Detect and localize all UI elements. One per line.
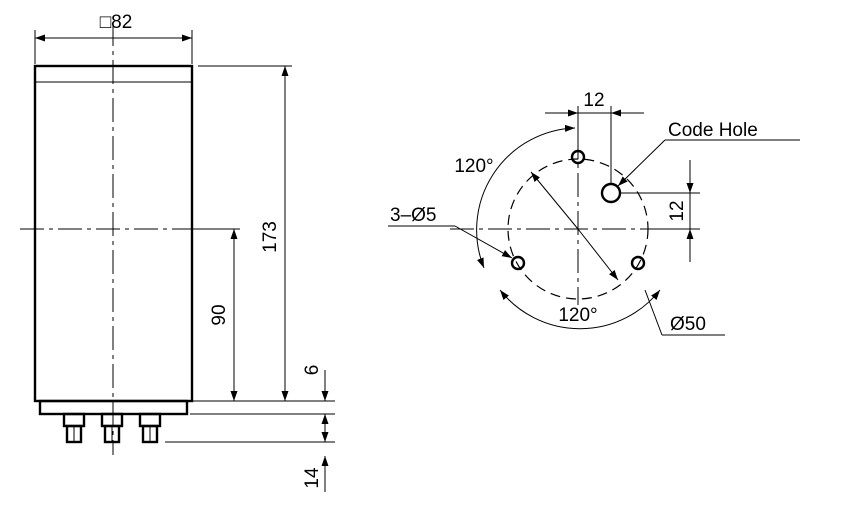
- terminal-dimension-label: 14: [302, 467, 323, 489]
- terminal: [62, 412, 86, 444]
- terminals: [62, 412, 162, 444]
- side-view: □82 173 90 6 14: [20, 12, 335, 492]
- angle-arc-top: [476, 124, 576, 269]
- code-hole-label: Code Hole: [668, 120, 758, 141]
- bottom-view: 120° 120° 12 12 Code Hole 3–Ø5 Ø50: [388, 90, 800, 336]
- angle-top-label: 120°: [454, 156, 493, 177]
- holes-label: 3–Ø5: [390, 205, 436, 226]
- offset-y-dimension-label: 12: [667, 200, 688, 221]
- total-height-dimension-label: 173: [260, 221, 281, 253]
- terminal: [138, 412, 162, 444]
- pitch-circle: [507, 158, 649, 300]
- mounting-hole-right: [630, 255, 646, 271]
- angle-bottom-label: 120°: [558, 305, 597, 326]
- base-dimension-label: 6: [302, 365, 323, 376]
- code-hole: [600, 182, 622, 204]
- mid-height-dimension-label: 90: [209, 304, 230, 325]
- width-dimension-label: □82: [100, 12, 133, 33]
- mounting-hole-left: [510, 255, 526, 271]
- angle-arc-bottom: [499, 289, 661, 330]
- circle-diameter-label: Ø50: [670, 314, 706, 335]
- terminal: [100, 412, 124, 444]
- offset-x-dimension-label: 12: [583, 90, 604, 111]
